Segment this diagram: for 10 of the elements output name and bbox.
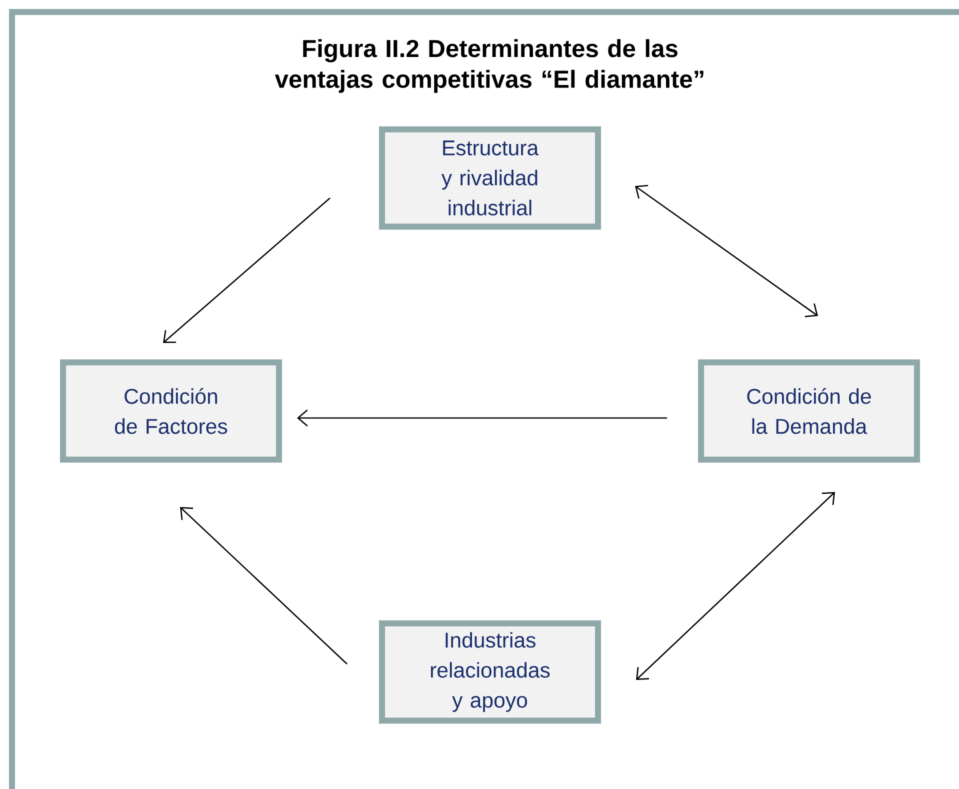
- arrow: [636, 492, 836, 680]
- factor-box: Industrias relacionadas y apoyo: [379, 620, 601, 724]
- arrow: [180, 507, 348, 664]
- arrow: [635, 184, 818, 318]
- factor-box: Condición de la Demanda: [698, 359, 920, 463]
- figure-title: Figura II.2 Determinantes de las ventajas competitivas “El diamante”: [274, 39, 704, 93]
- factor-box: Condición de Factores: [60, 359, 282, 463]
- factor-box: Estructura y rivalidad industrial: [379, 126, 601, 230]
- arrow: [297, 410, 667, 427]
- arrow: [163, 198, 330, 343]
